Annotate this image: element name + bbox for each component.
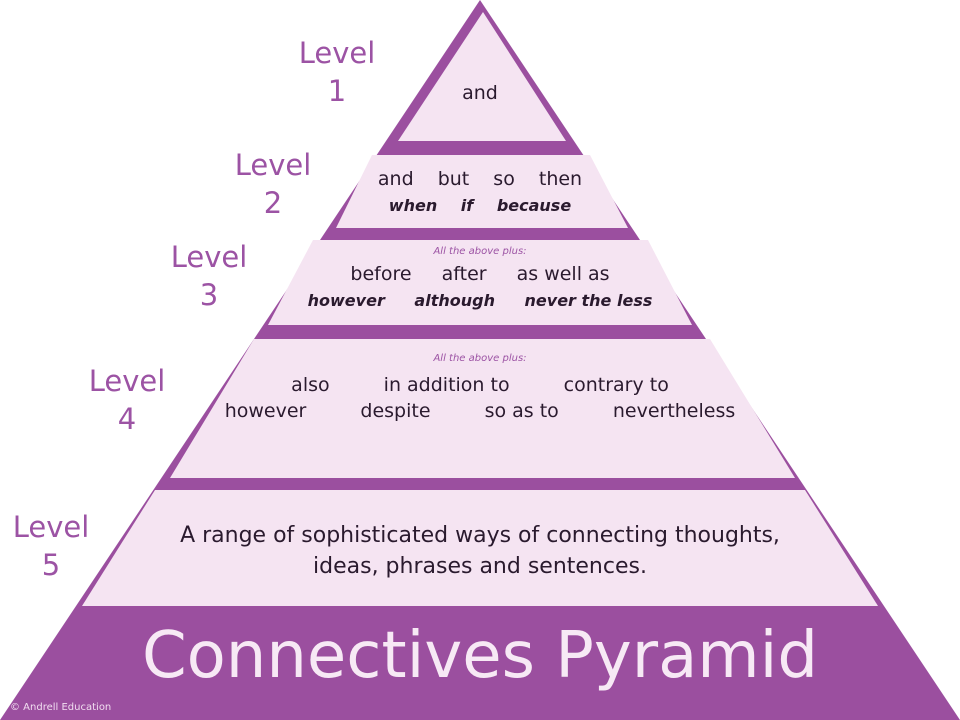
tier-4-content: All the above plus: also in addition to … — [200, 353, 760, 422]
connective-word: and — [377, 168, 414, 190]
level-3-number: 3 — [199, 278, 219, 312]
connective-word: contrary to — [563, 374, 669, 396]
connective-word-italic: never the less — [524, 291, 653, 310]
connective-word: in addition to — [383, 374, 510, 396]
tier-5-content: A range of sophisticated ways of connect… — [120, 520, 840, 582]
tier-5-line-2: ideas, phrases and sentences. — [313, 554, 647, 579]
connective-word-italic: when — [388, 196, 438, 215]
level-1-number: 1 — [327, 74, 347, 108]
level-2-word: Level — [234, 148, 312, 182]
tier-3-shape — [268, 240, 692, 325]
connective-word: but — [437, 168, 470, 190]
level-5-label: Level 5 — [0, 508, 106, 584]
connective-word: so as to — [484, 400, 559, 422]
tier-1-shape — [398, 12, 566, 141]
connective-word: after — [441, 263, 487, 285]
connective-word-italic: however — [307, 291, 385, 310]
connective-word: before — [350, 263, 412, 285]
tier-5-shape — [82, 490, 878, 606]
tier-1-content: and — [430, 82, 530, 104]
level-4-word: Level — [88, 364, 166, 398]
tier-4-note: All the above plus: — [433, 353, 527, 364]
connective-word: despite — [360, 400, 431, 422]
level-4-number: 4 — [117, 402, 137, 436]
pyramid-title: Connectives Pyramid — [141, 619, 819, 693]
connective-word-italic: although — [414, 291, 495, 310]
connective-word: then — [538, 168, 583, 190]
level-1-word: Level — [298, 36, 376, 70]
level-4-label: Level 4 — [72, 362, 182, 438]
connective-word: however — [224, 400, 307, 422]
level-2-number: 2 — [263, 186, 283, 220]
tier-4-shape — [170, 339, 795, 478]
tier-5-line-1: A range of sophisticated ways of connect… — [180, 523, 780, 548]
connective-word: nevertheless — [612, 400, 736, 422]
level-1-label: Level 1 — [282, 34, 392, 110]
level-5-number: 5 — [41, 548, 61, 582]
level-2-label: Level 2 — [218, 146, 328, 222]
connective-word-italic: because — [496, 196, 572, 215]
tier-3-note: All the above plus: — [433, 246, 527, 257]
connective-word: as well as — [516, 263, 610, 285]
connective-word: and — [462, 82, 498, 104]
level-3-word: Level — [170, 240, 248, 274]
tier-2-content: and but so then when if because — [360, 168, 600, 215]
tier-3-content: All the above plus: before after as well… — [290, 246, 670, 310]
copyright-notice: © Andrell Education — [10, 702, 112, 713]
level-5-word: Level — [12, 510, 90, 544]
connective-word: so — [493, 168, 515, 190]
connective-word: also — [291, 374, 330, 396]
tier-2-shape — [336, 155, 628, 228]
level-3-label: Level 3 — [154, 238, 264, 314]
connective-word-italic: if — [460, 196, 474, 215]
